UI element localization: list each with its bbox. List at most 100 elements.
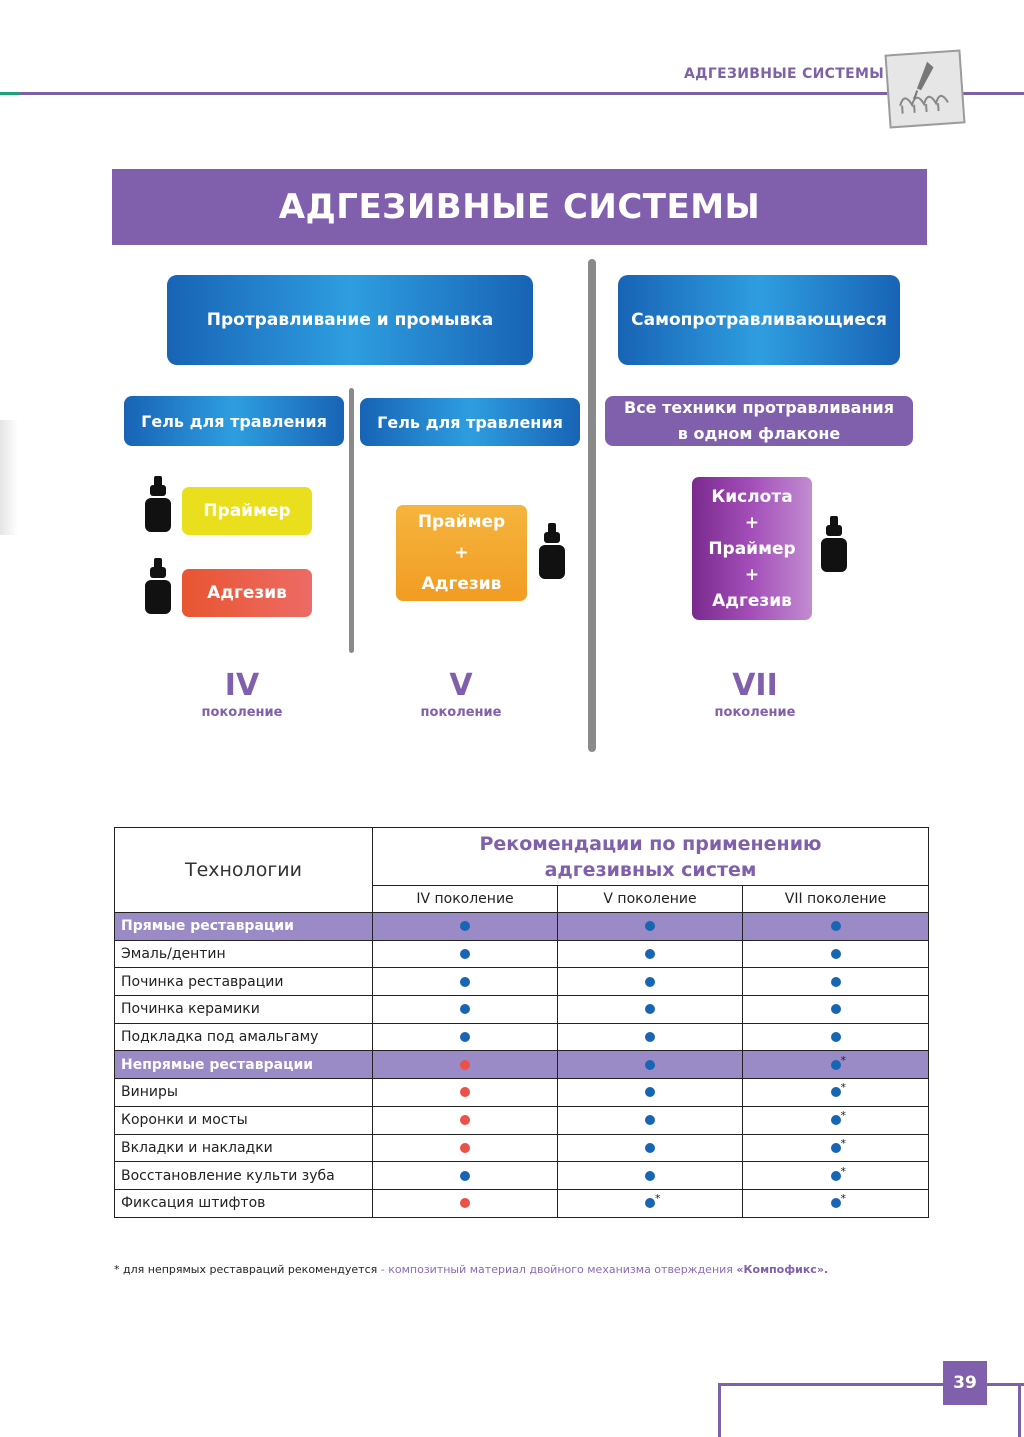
bottle-icon (821, 516, 847, 572)
footnote-marker: * (840, 1081, 847, 1095)
table-row: Починка реставрации (114, 967, 929, 997)
header-rule (0, 92, 1024, 95)
recommendation-cell (742, 995, 929, 1024)
acid-primer-adhesive-box: Кислота + Праймер + Адгезив (692, 477, 812, 620)
footnote-marker: * (655, 1192, 661, 1206)
generation-v-number: V (449, 668, 473, 703)
all-techniques-line2: в одном флаконе (677, 424, 841, 443)
recommendation-cell (372, 939, 558, 969)
recommendation-cell (372, 1078, 558, 1107)
blue-dot-icon (645, 976, 655, 987)
kpa-plus-2: + (744, 564, 760, 585)
etch-gel-box-v: Гель для травления (360, 398, 580, 446)
recommendation-cell: * (742, 1078, 929, 1107)
pa-adhesive: Адгезив (421, 573, 502, 594)
gen-header-iv: IV поколение (372, 885, 558, 913)
recommendation-cell (742, 912, 929, 941)
blue-dot-icon (645, 1087, 655, 1098)
red-dot-icon (460, 1087, 470, 1098)
row-label: Эмаль/дентин (114, 939, 373, 969)
bottle-icon (145, 558, 171, 614)
footnote-marker: * (840, 1053, 847, 1067)
recommendation-cell (372, 1022, 558, 1052)
blue-dot-icon (830, 949, 841, 960)
red-dot-icon (460, 1198, 470, 1209)
bottle-icon (539, 523, 565, 579)
generation-v-label: поколение (420, 705, 502, 720)
row-label: Фиксация штифтов (114, 1188, 373, 1218)
blue-dot-icon: * (830, 1109, 846, 1126)
blue-dot-icon: * (830, 1192, 846, 1209)
blue-dot-icon (460, 1170, 470, 1181)
table-group-row: Прямые реставрации (114, 912, 929, 941)
recommendation-cell (372, 995, 558, 1024)
section-title: АДГЕЗИВНЫЕ СИСТЕМЫ (684, 66, 884, 82)
primer-box: Праймер (182, 487, 312, 535)
primer-adhesive-box: Праймер + Адгезив (396, 505, 527, 601)
self-etch-box: Самопротравливающиеся (618, 275, 900, 365)
blue-dot-icon (830, 1004, 841, 1015)
recommendation-cell (742, 1022, 929, 1052)
header-accent (0, 92, 20, 95)
blue-dot-icon (645, 1115, 655, 1126)
recommendation-cell (557, 1022, 743, 1052)
tooth-application-icon (884, 49, 966, 129)
table-row: Подкладка под амальгаму (114, 1022, 929, 1052)
recommendations-header: Рекомендации по применению адгезивных си… (372, 827, 929, 886)
blue-dot-icon (645, 921, 655, 932)
kpa-adhesive: Адгезив (712, 590, 792, 611)
kpa-acid: Кислота (711, 486, 793, 507)
blue-dot-icon: * (830, 1081, 846, 1098)
footnote-marker: * (840, 1136, 847, 1150)
generation-iv-label: поколение (201, 705, 283, 720)
table-row: Коронки и мосты * (114, 1105, 929, 1135)
row-label: Вкладки и накладки (114, 1133, 373, 1163)
table-row: Эмаль/дентин (114, 939, 929, 969)
all-techniques-line1: Все техники протравливания (624, 398, 894, 417)
blue-dot-icon: * (830, 1054, 846, 1070)
table-group-row: Непрямые реставрации* (114, 1050, 929, 1080)
recommendations-table: Технологии Рекомендации по применению ад… (114, 827, 929, 1218)
recommendation-cell (742, 967, 929, 997)
blue-dot-icon (830, 976, 841, 987)
blue-dot-icon (645, 1032, 655, 1043)
recommendation-cell: * (742, 1105, 929, 1135)
recommendation-cell (372, 1188, 558, 1218)
page-frame-edge (1018, 1383, 1021, 1437)
recommendation-cell: * (742, 1133, 929, 1163)
page-number: 39 (943, 1361, 987, 1405)
blue-dot-icon (645, 1059, 655, 1070)
recommendation-cell (372, 967, 558, 997)
bottle-icon (145, 476, 171, 532)
page-frame (718, 1383, 1024, 1437)
footnote-recommendation: - композитный материал двойного механизм… (377, 1263, 737, 1276)
generation-vii-label: поколение (714, 705, 796, 720)
blue-dot-icon (460, 976, 470, 987)
footnote-text: * для непрямых реставраций рекомендуется (114, 1263, 378, 1276)
recommendation-cell: * (742, 1050, 929, 1080)
table-row: Виниры* (114, 1078, 929, 1107)
blue-dot-icon (830, 1032, 841, 1043)
recommendation-cell: * (742, 1161, 929, 1190)
pa-primer: Праймер (417, 511, 506, 532)
row-label: Подкладка под амальгаму (114, 1022, 373, 1052)
recommendation-cell (557, 1161, 743, 1190)
generation-vii-number: VII (732, 668, 778, 703)
footnote-product: «Компофикс». (736, 1263, 829, 1276)
blue-dot-icon (645, 1004, 655, 1015)
sub-divider (349, 388, 354, 653)
recommendations-header-line2: адгезивных систем (544, 858, 757, 881)
row-label: Коронки и мосты (114, 1105, 373, 1135)
recommendation-cell (557, 967, 743, 997)
main-divider (588, 259, 596, 752)
recommendation-cell (557, 1105, 743, 1135)
red-dot-icon (460, 1059, 470, 1070)
red-dot-icon (460, 1142, 470, 1153)
kpa-primer: Праймер (708, 538, 796, 559)
blue-dot-icon: * (830, 1165, 846, 1181)
generation-iv-number: IV (224, 668, 260, 703)
blue-dot-icon: * (645, 1192, 661, 1209)
recommendation-cell: * (557, 1188, 743, 1218)
recommendation-cell (557, 912, 743, 941)
red-dot-icon (460, 1115, 470, 1126)
